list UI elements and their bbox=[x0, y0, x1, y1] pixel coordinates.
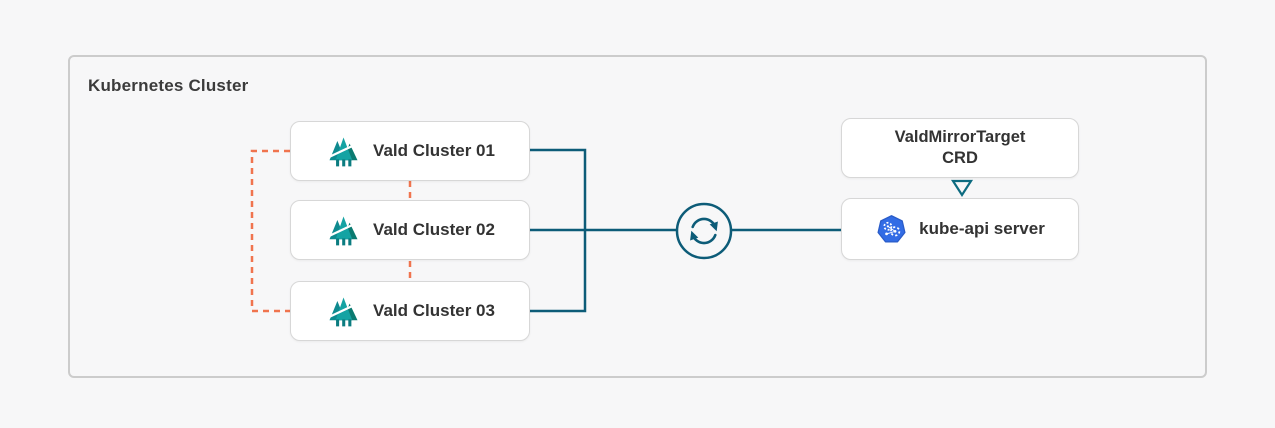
vald-cluster-03-label: Vald Cluster 03 bbox=[373, 301, 495, 320]
vald-cluster-02-node: Vald Cluster 02 bbox=[290, 200, 530, 260]
kubernetes-logo-icon bbox=[875, 213, 908, 246]
kube-api-server-label: kube-api server bbox=[919, 219, 1045, 238]
vald-mirror-target-crd-node: ValdMirrorTarget CRD bbox=[841, 118, 1079, 178]
vald-logo-icon bbox=[325, 134, 362, 169]
kubernetes-cluster-title: Kubernetes Cluster bbox=[88, 76, 249, 95]
crd-label-line2: CRD bbox=[942, 149, 978, 167]
vald-cluster-01-node: Vald Cluster 01 bbox=[290, 121, 530, 181]
vald-cluster-01-label: Vald Cluster 01 bbox=[373, 141, 495, 160]
vald-logo-icon bbox=[325, 213, 362, 248]
vald-cluster-02-label: Vald Cluster 02 bbox=[373, 220, 495, 239]
vald-cluster-03-node: Vald Cluster 03 bbox=[290, 281, 530, 341]
kube-api-server-node: kube-api server bbox=[841, 198, 1079, 260]
crd-label-line1: ValdMirrorTarget bbox=[894, 127, 1026, 146]
vald-logo-icon bbox=[325, 294, 362, 329]
